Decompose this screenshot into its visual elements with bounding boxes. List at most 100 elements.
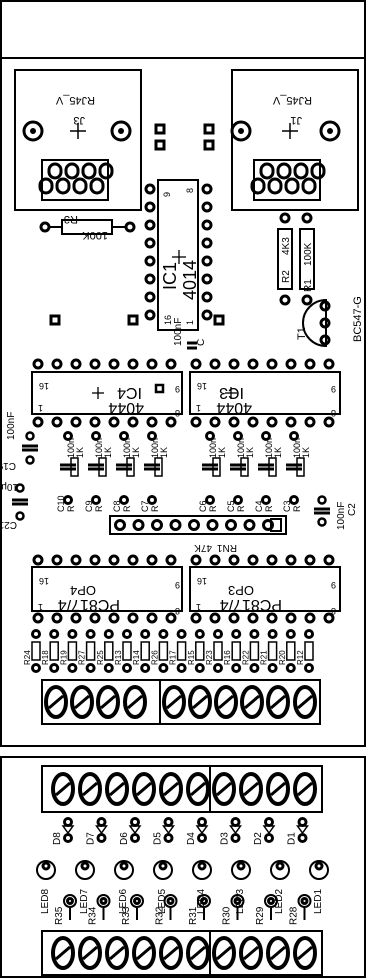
rc-res-value: 1K [245,447,255,458]
op3-pin8: 8 [331,606,336,616]
jack-pin-pad [64,162,80,180]
terminal-pins-bottom-lower [51,936,317,970]
op3-pin-pad [285,612,297,624]
diode-pad [130,833,140,843]
terminal-slot [218,694,234,710]
rc-pad [205,431,215,441]
op4-pin-pad [165,612,177,624]
jack-pin-pad [89,177,105,195]
resistor-r1: R1 100K [299,212,315,306]
rc-pad [261,495,271,505]
ic1-pin-pad [201,309,213,321]
capacitor-c19: 100nF C19 [0,412,38,471]
op4-pin-pad [89,612,101,624]
op4-pin-pad [89,554,101,566]
led-label: LED1 [313,889,324,914]
ic1-pin-pad [144,183,156,195]
res-row-pad [176,663,187,673]
terminal-slot [270,781,286,797]
led-outline [36,860,56,880]
res-row-label: R20 [278,650,287,665]
ic3-pin-pad [228,358,240,370]
r3-ref: R3 [64,213,78,225]
terminal-pin [51,772,75,806]
res-row-pad [231,663,242,673]
ic4-pin-pad [127,358,139,370]
ic3-pin-pad [323,416,335,428]
ic3-pin8: 8 [331,408,336,418]
ic4-pin-pad [32,358,44,370]
ic4-pin8: 8 [175,408,180,418]
rn1-pin-pad [132,519,145,531]
terminal-pin [78,772,102,806]
res-row-pad [85,629,96,639]
terminal-pin [239,936,263,970]
led-resistor-pad [230,894,245,908]
rc-res-ref: R [94,505,104,512]
res-row-pad [31,629,41,639]
res-row-pad [267,663,278,673]
rc-pad [63,495,73,505]
res-row-pad [304,663,314,673]
terminal-pin [105,936,129,970]
ic3-pin-pad [190,358,202,370]
res-row-body [213,641,223,661]
rc-pad [233,495,243,505]
led-resistor-hole [66,897,74,905]
op3-pin-pad [266,554,278,566]
led-pad [314,861,324,871]
terminal-block-top [41,679,321,725]
jack-pin-pad [259,162,275,180]
res-row-pad [285,629,296,639]
led-resistor-label: R33 [121,906,132,925]
terminal-slot [297,694,313,710]
res-row-pad [31,663,41,673]
rc-cap-value: 100n [122,438,132,458]
c-ic1-value: 100nF [173,318,184,346]
res-row-body [231,641,241,661]
op3-pin-pad [228,612,240,624]
ic3-pin9: 9 [331,384,336,394]
terminal-slot [166,694,182,710]
led-resistor-hole [300,897,309,905]
ic3-pin-pad [304,416,316,428]
diode-pad [197,817,207,827]
terminal-pin [159,936,183,970]
r1-ref: R1 [303,279,314,292]
ic4-pin-pad [165,358,177,370]
res-row-body [304,641,314,661]
rn1-pin-pad [169,519,182,531]
terminal-slot [136,945,152,961]
res-row-label: R15 [187,650,196,665]
rc-pad [289,431,299,441]
led-resistor-hole [133,897,141,905]
terminal-pin [132,936,156,970]
jack-pin-pad [38,177,54,195]
diode-label: D6 [119,832,130,845]
res-row-pad [213,629,223,639]
terminal-slot [55,781,71,797]
op4-pin-pad [51,554,63,566]
res-row-pad [103,663,114,673]
ic3-pin-pad [209,416,221,428]
rc-resistor-body [126,457,135,477]
rc-pad [147,495,157,505]
res-row-label: R13 [114,650,123,665]
led-pad [80,861,90,871]
led-resistor-label: R31 [188,906,199,925]
op4-pin8: 8 [175,606,180,616]
led-pad [158,861,168,871]
res-row-label: R19 [59,650,68,665]
op3-pin-pad [209,554,221,566]
res-row-label: R12 [296,650,305,665]
ic1-4014: 9 8 16 1 IC1 4014 [157,179,200,331]
terminal-slot [163,781,179,797]
led-resistor-pad [130,894,144,908]
diode-pad [130,817,140,827]
op4-pin-pad [108,554,120,566]
op4-pin16: 16 [39,576,49,586]
res-row-pad [85,663,96,673]
rc-resistor-body [240,457,249,477]
